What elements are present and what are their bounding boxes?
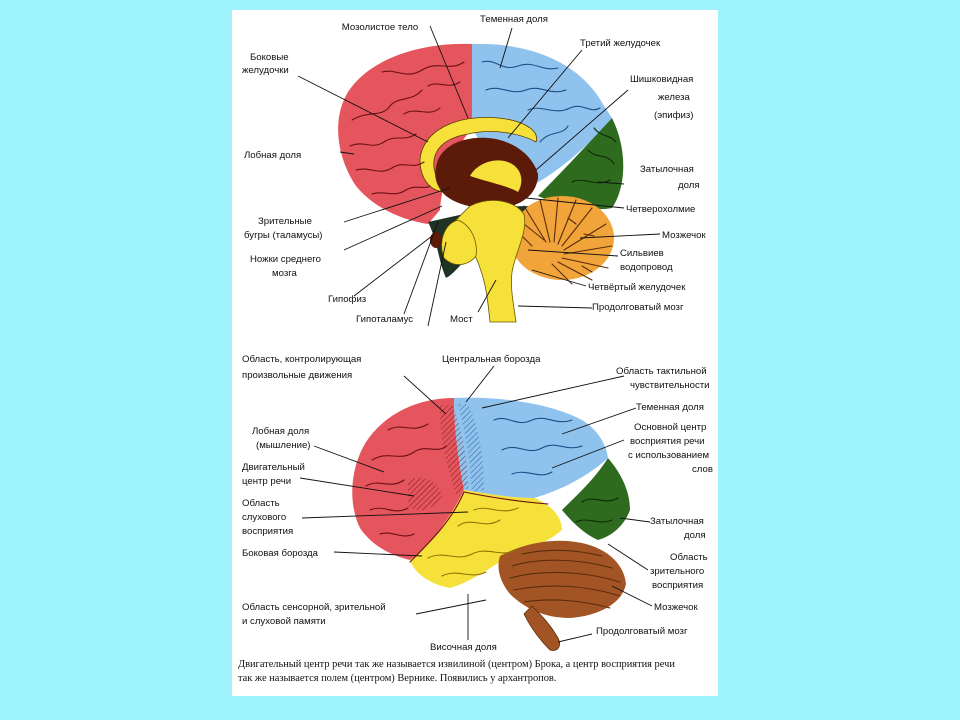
label-quadrigemina: Четверохолмие [626, 204, 695, 215]
label-motor-area-2: произвольные движения [242, 370, 352, 381]
lateral-cerebellum-folia [509, 549, 621, 609]
label-cerebellum: Мозжечок [662, 230, 706, 241]
sagittal-section [338, 43, 624, 323]
label-auditory-1: Область [242, 498, 280, 509]
cerebellum-region [510, 196, 614, 280]
lateral-view [352, 397, 630, 651]
label-speech-perception-2: восприятия речи [630, 436, 705, 447]
bottom-labels: Область, контролирующая произвольные дви… [242, 354, 713, 653]
lateral-cerebellum-region [498, 540, 626, 618]
label-thalamus-2: бугры (таламусы) [244, 230, 323, 241]
lateral-medulla-region [523, 605, 560, 651]
broca-area-hatch [408, 477, 442, 511]
label-lateral-ventricles-2: желудочки [242, 65, 289, 76]
top-sulci [349, 60, 617, 195]
label-occipital-1: Затылочная [640, 164, 694, 175]
label-visual-1: Область [670, 552, 708, 563]
label-pineal-3: (эпифиз) [654, 110, 694, 121]
label-pons: Мост [450, 314, 473, 325]
occipital-lobe-region [538, 118, 624, 210]
lateral-parietal-region [454, 397, 608, 498]
label-memory-1: Область сенсорной, зрительной [242, 602, 386, 613]
lateral-frontal-region [352, 398, 464, 560]
leader-lines [297, 25, 661, 643]
label-visual-2: зрительного [650, 566, 704, 577]
brainstem-region [455, 200, 526, 323]
label-fourth-ventricle: Четвёртый желудочек [588, 282, 686, 293]
sensory-strip-hatch [458, 404, 484, 492]
label-tactile-2: чувствительности [630, 380, 710, 391]
label-motor-area-1: Область, контролирующая [242, 354, 361, 365]
label-bottom-cerebellum: Мозжечок [654, 602, 698, 613]
label-memory-2: и слуховой памяти [242, 616, 326, 627]
diagram-panel: Мозолистое тело Теменная доля Боковые же… [232, 10, 718, 696]
label-bottom-medulla: Продолговатый мозг [596, 626, 688, 637]
label-aqueduct-2: водопровод [620, 262, 673, 273]
caption-line-2: так же называется полем (центром) Верник… [238, 673, 557, 684]
label-speech-perception-4: слов [692, 464, 713, 475]
label-aqueduct-1: Сильвиев [620, 248, 664, 259]
label-pituitary: Гипофиз [328, 294, 367, 305]
label-tactile-1: Область тактильной [616, 366, 707, 377]
top-labels: Мозолистое тело Теменная доля Боковые же… [242, 14, 706, 325]
label-third-ventricle: Третий желудочек [580, 38, 661, 49]
label-lateral-sulcus: Боковая борозда [242, 548, 319, 559]
label-visual-3: восприятия [652, 580, 703, 591]
lateral-temporal-region [410, 490, 562, 588]
label-motor-speech-1: Двигательный [242, 462, 305, 473]
label-bottom-frontal-2: (мышление) [256, 440, 311, 451]
label-bottom-occipital-1: Затылочная [650, 516, 704, 527]
label-lateral-ventricles-1: Боковые [250, 52, 289, 63]
label-frontal-lobe: Лобная доля [244, 150, 301, 161]
label-peduncles-2: мозга [272, 268, 298, 279]
label-bottom-frontal-1: Лобная доля [252, 426, 309, 437]
label-speech-perception-1: Основной центр [634, 422, 706, 433]
label-medulla: Продолговатый мозг [592, 302, 684, 313]
caption: Двигательный центр речи так же называетс… [232, 658, 718, 686]
label-bottom-parietal: Теменная доля [636, 402, 704, 413]
label-corpus-callosum: Мозолистое тело [342, 22, 418, 33]
label-auditory-2: слухового [242, 512, 286, 523]
motor-strip-hatch [440, 404, 468, 494]
third-ventricle-area [470, 160, 522, 192]
label-parietal-lobe: Теменная доля [480, 14, 548, 25]
label-pineal-2: железа [658, 92, 691, 103]
label-pineal-1: Шишковидная [630, 74, 693, 85]
label-motor-speech-2: центр речи [242, 476, 291, 487]
pons-region [441, 219, 477, 265]
label-central-sulcus: Центральная борозда [442, 354, 541, 365]
label-bottom-occipital-2: доля [684, 530, 706, 541]
label-occipital-2: доля [678, 180, 700, 191]
caption-line-1: Двигательный центр речи так же называетс… [238, 659, 675, 670]
label-speech-perception-3: с использованием [628, 450, 709, 461]
label-peduncles-1: Ножки среднего [250, 254, 321, 265]
label-hypothalamus: Гипоталамус [356, 314, 413, 325]
label-thalamus-1: Зрительные [258, 216, 312, 227]
pineal-gland [526, 172, 538, 184]
label-temporal-lobe: Височная доля [430, 642, 497, 653]
brain-diagram: Мозолистое тело Теменная доля Боковые же… [242, 14, 713, 653]
label-auditory-3: восприятия [242, 526, 293, 537]
